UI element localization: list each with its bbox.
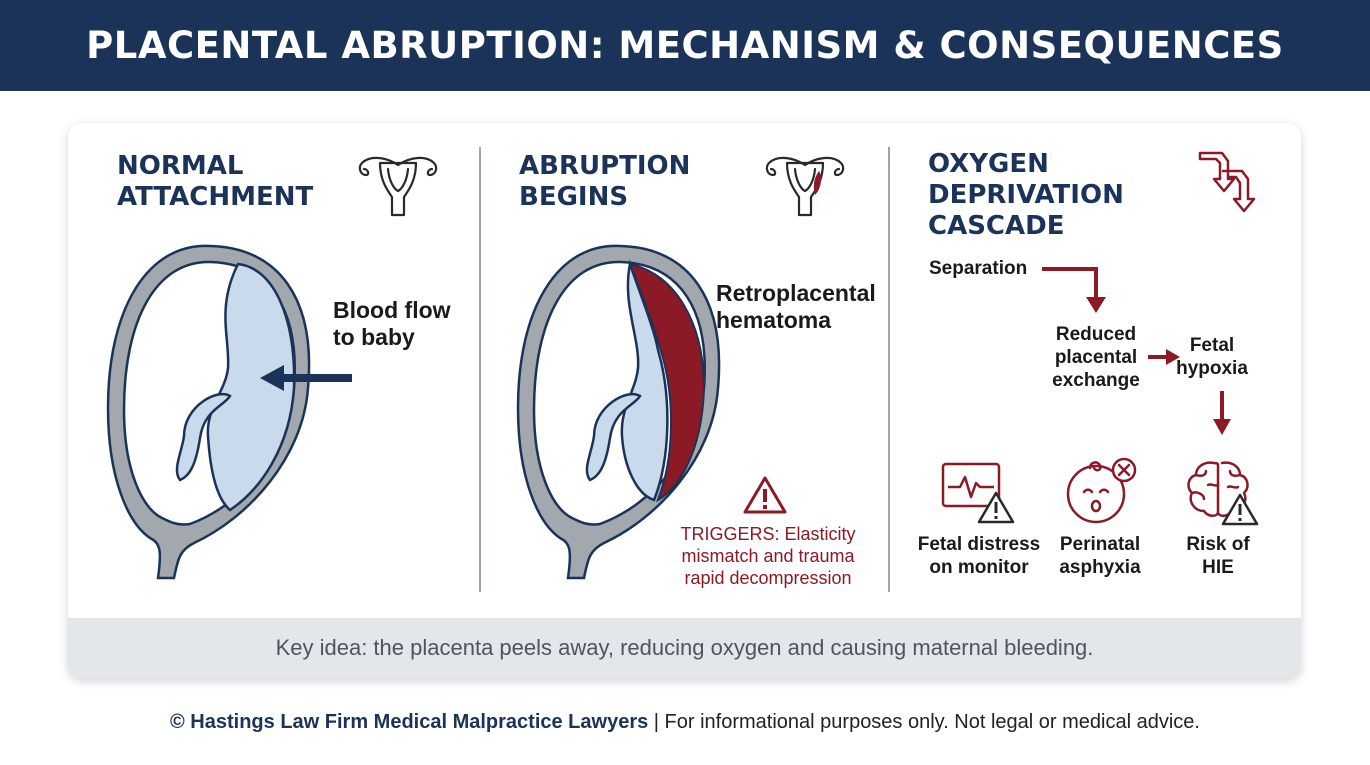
cascade-step-hypoxia-line2: hypoxia — [1176, 358, 1248, 379]
panel-divider-1 — [479, 147, 481, 592]
cascade-step-reduced: Reduced placental exchange — [1036, 323, 1156, 392]
outcome-perinatal-asphyxia-line1: Perinatal — [1059, 534, 1141, 555]
outcome-fetal-distress: Fetal distress on monitor — [906, 533, 1052, 579]
header-banner: PLACENTAL ABRUPTION: MECHANISM & CONSEQU… — [0, 0, 1370, 91]
panel-cascade-title: OXYGEN DEPRIVATION CASCADE — [928, 149, 1124, 242]
blood-flow-arrow — [260, 365, 352, 391]
key-idea-text: Key idea: the placenta peels away, reduc… — [275, 635, 1094, 660]
cascade-step-reduced-line2: placental — [1054, 347, 1138, 368]
firm-name: © Hastings Law Firm Medical Malpractice … — [170, 711, 649, 733]
cascade-step-reduced-line1: Reduced — [1055, 324, 1137, 345]
triggers-line2: mismatch and trauma — [681, 546, 855, 566]
cascade-step-separation: Separation — [929, 258, 1028, 279]
panel-normal-title: NORMAL ATTACHMENT — [117, 151, 313, 213]
panel-cascade-title-line1: OXYGEN — [928, 149, 1049, 179]
outcome-risk-hie-line1: Risk of — [1186, 534, 1250, 555]
hematoma-label-line2: hematoma — [716, 307, 832, 333]
outcome-fetal-distress-line1: Fetal distress — [917, 534, 1041, 555]
outcome-perinatal-asphyxia: Perinatal asphyxia — [1040, 533, 1160, 579]
cascade-step-reduced-line3: exchange — [1052, 370, 1140, 391]
arrow-hypoxia-to-outcomes — [1213, 391, 1231, 435]
arrow-reduced-to-hypoxia — [1148, 349, 1180, 365]
outcome-fetal-distress-line2: on monitor — [929, 557, 1029, 578]
blood-flow-label-line2: to baby — [333, 324, 415, 350]
baby-face-icon — [1066, 457, 1137, 524]
diagram-card: NORMAL ATTACHMENT Blood flow to baby ABR… — [68, 123, 1301, 678]
outcome-risk-hie-line2: HIE — [1202, 557, 1234, 578]
uterus-bleeding-icon — [765, 156, 845, 217]
panel-abruption-title-line2: BEGINS — [519, 182, 629, 212]
panel-abruption-title: ABRUPTION BEGINS — [519, 151, 690, 213]
abruption-uterus-diagram — [516, 244, 721, 580]
outcome-risk-hie: Risk of HIE — [1168, 533, 1268, 579]
panel-abruption-title-line1: ABRUPTION — [519, 151, 691, 181]
monitor-warning-icon — [941, 462, 1015, 524]
normal-uterus-diagram — [106, 244, 311, 580]
page-title: PLACENTAL ABRUPTION: MECHANISM & CONSEQU… — [86, 24, 1284, 67]
warning-triangle-icon — [743, 476, 787, 514]
panel-divider-2 — [888, 147, 890, 592]
blood-flow-label: Blood flow to baby — [333, 297, 451, 351]
hematoma-label-line1: Retroplacental — [716, 280, 876, 306]
key-idea-bar: Key idea: the placenta peels away, reduc… — [68, 618, 1301, 678]
triggers-line3: rapid decompression — [684, 568, 852, 588]
brain-warning-icon — [1187, 461, 1259, 526]
panel-cascade-title-line2: DEPRIVATION — [928, 180, 1124, 210]
panel-normal-title-line1: NORMAL — [117, 151, 244, 181]
blood-flow-label-line1: Blood flow — [333, 297, 451, 323]
cascade-arrows-icon — [1198, 151, 1256, 213]
uterus-icon — [358, 156, 438, 217]
hematoma-label: Retroplacental hematoma — [716, 280, 876, 334]
disclaimer: | For informational purposes only. Not l… — [648, 711, 1200, 733]
triggers-note: TRIGGERS: Elasticity mismatch and trauma… — [668, 523, 868, 589]
panel-cascade-title-line3: CASCADE — [928, 211, 1065, 241]
outcome-perinatal-asphyxia-line2: asphyxia — [1059, 557, 1141, 578]
cascade-step-hypoxia-line1: Fetal — [1189, 335, 1235, 356]
triggers-line1: TRIGGERS: Elasticity — [680, 524, 856, 544]
credit-line: © Hastings Law Firm Medical Malpractice … — [0, 711, 1370, 734]
panel-normal-title-line2: ATTACHMENT — [117, 182, 314, 212]
cascade-step-hypoxia: Fetal hypoxia — [1172, 334, 1252, 380]
arrow-separation-to-reduced — [1042, 267, 1106, 313]
